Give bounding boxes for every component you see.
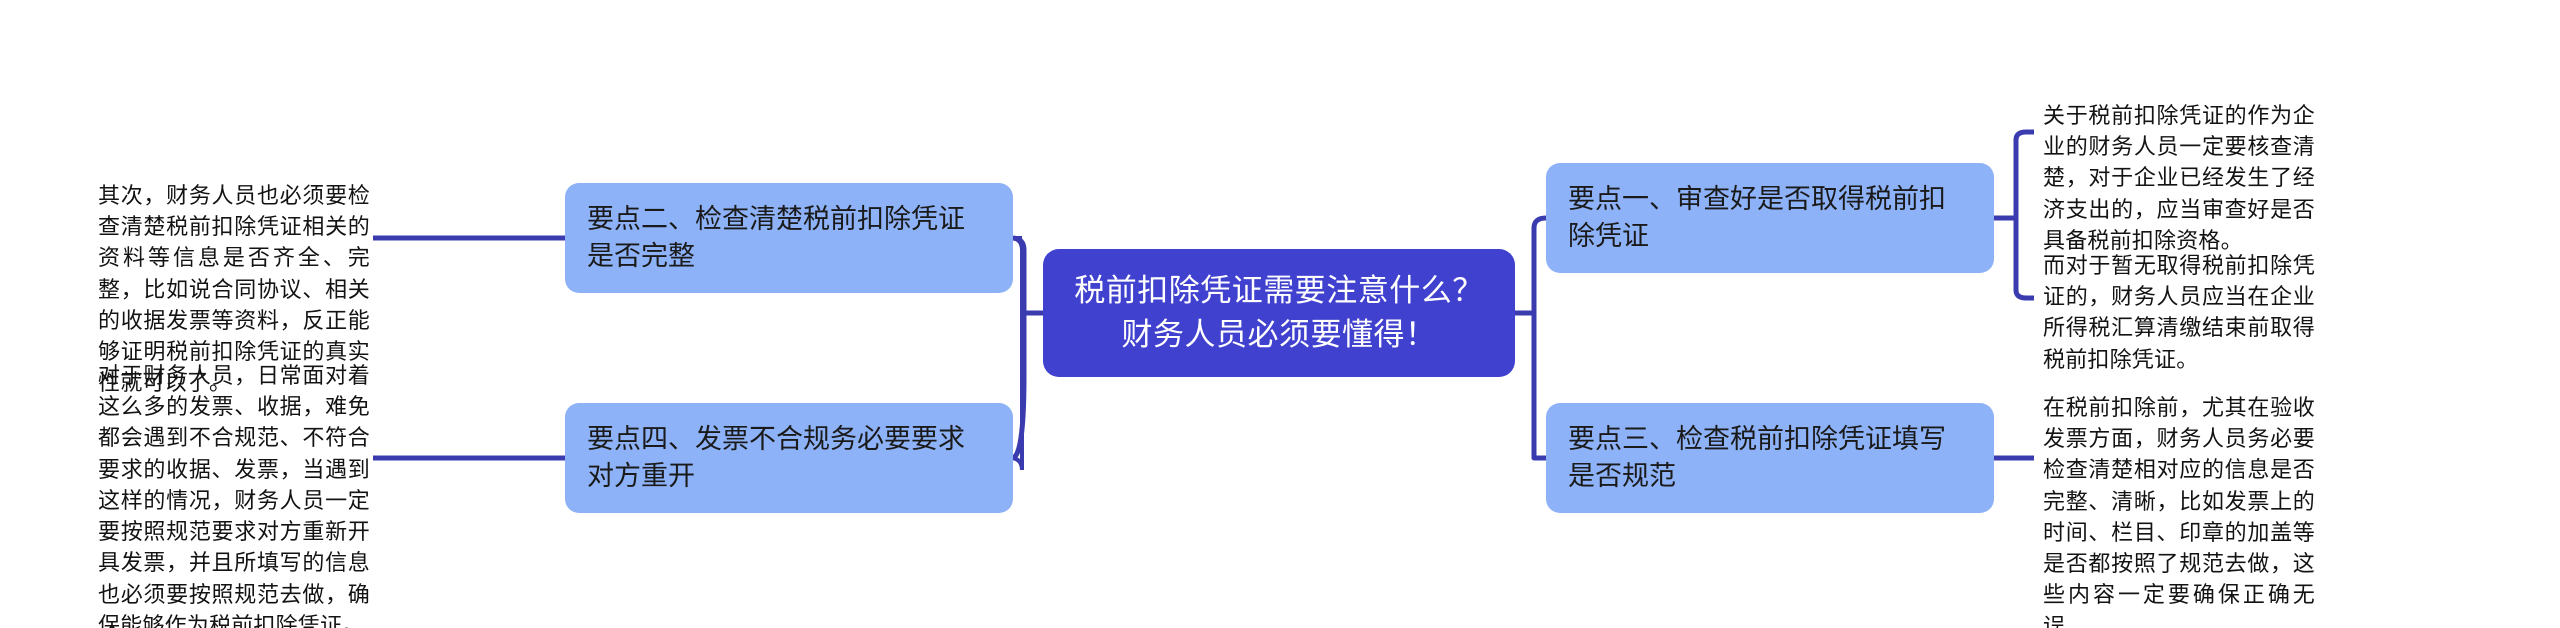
branch-node-point3[interactable]: 要点三、检查税前扣除凭证填写是否规范 [1546, 403, 1994, 513]
branch-node-point1-label: 要点一、审查好是否取得税前扣除凭证 [1568, 183, 1946, 251]
root-node[interactable]: 税前扣除凭证需要注意什么？财务人员必须要懂得！ [1043, 249, 1515, 377]
leaf-text-right-3: 在税前扣除前，尤其在验收发票方面，财务人员务必要检查清楚相对应的信息是否完整、清… [2043, 395, 2315, 628]
branch-node-point3-label: 要点三、检查税前扣除凭证填写是否规范 [1568, 423, 1946, 491]
branch-node-point4-label: 要点四、发票不合规务必要要求对方重开 [587, 423, 965, 491]
branch-node-point1[interactable]: 要点一、审查好是否取得税前扣除凭证 [1546, 163, 1994, 273]
branch-node-point4[interactable]: 要点四、发票不合规务必要要求对方重开 [565, 403, 1013, 513]
wire-point1-to-leaf1 [2013, 129, 2034, 141]
leaf-text-right-1: 关于税前扣除凭证的作为企业的财务人员一定要核查清楚，对于企业已经发生了经济支出的… [2043, 103, 2315, 253]
root-node-label: 税前扣除凭证需要注意什么？财务人员必须要懂得！ [1074, 272, 1484, 352]
wire-point1-to-leaf2 [2013, 289, 2034, 301]
leaf-text-left-2: 对于财务人员，日常面对着这么多的发票、收据，难免都会遇到不合规范、不符合要求的收… [98, 363, 370, 628]
branch-node-point2-label: 要点二、检查清楚税前扣除凭证是否完整 [587, 203, 965, 271]
leaf-text-right-2: 而对于暂无取得税前扣除凭证的，财务人员应当在企业所得税汇算清缴结束前取得税前扣除… [2043, 253, 2315, 372]
branch-node-point2[interactable]: 要点二、检查清楚税前扣除凭证是否完整 [565, 183, 1013, 293]
leaf-text-left-1: 其次，财务人员也必须要检查清楚税前扣除凭证相关的资料等信息是否齐全、完整，比如说… [98, 183, 370, 396]
